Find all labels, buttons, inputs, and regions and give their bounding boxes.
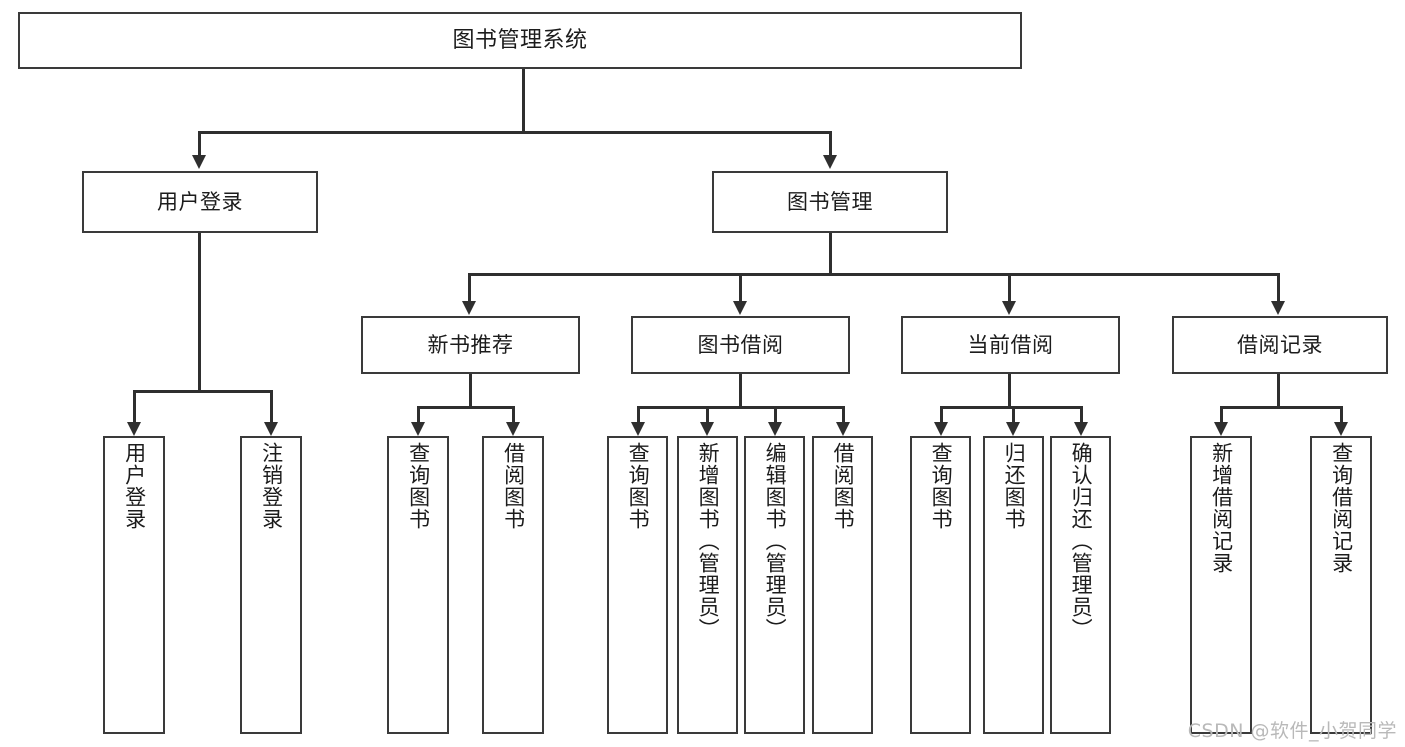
node-root[interactable]: 图书管理系统	[18, 12, 1022, 69]
node-user-login[interactable]: 用户登录	[82, 171, 318, 233]
node-new-book-rec[interactable]: 新书推荐	[361, 316, 580, 374]
node-user-login-label: 用户登录	[157, 189, 243, 214]
arrowhead-leaf-borrow-add	[700, 422, 714, 436]
connector-nbr-stem	[469, 374, 472, 406]
node-leaf-cur-return-label: 归还图书	[1002, 442, 1027, 530]
node-leaf-rec-borrow-label: 借阅图书	[501, 442, 526, 530]
arrowhead-book-borrow	[733, 301, 747, 315]
node-leaf-rec-add[interactable]: 新增借阅记录	[1190, 436, 1252, 734]
connector-root-to-user-login	[198, 131, 201, 155]
connector-bm-b1	[468, 273, 471, 301]
arrowhead-book-manage	[823, 155, 837, 169]
node-book-borrow[interactable]: 图书借阅	[631, 316, 850, 374]
connector-bb-b1	[637, 406, 640, 422]
node-leaf-borrow-edit-label: 编辑图书（管理员）	[763, 442, 788, 640]
connector-root-bus	[198, 131, 832, 134]
node-book-manage-label: 图书管理	[787, 189, 873, 214]
node-leaf-user-login-label: 用户登录	[122, 442, 147, 530]
arrowhead-leaf-user-logout	[264, 422, 278, 436]
node-leaf-cur-confirm-label: 确认归还（管理员）	[1069, 442, 1094, 640]
node-leaf-user-login[interactable]: 用户登录	[103, 436, 165, 734]
connector-root-to-book-manage	[829, 131, 832, 155]
connector-bb-bus	[637, 406, 844, 409]
node-root-label: 图书管理系统	[452, 27, 588, 53]
arrowhead-leaf-user-login	[127, 422, 141, 436]
connector-user-login-b2	[270, 390, 273, 422]
arrowhead-leaf-cur-query	[934, 422, 948, 436]
node-leaf-user-logout[interactable]: 注销登录	[240, 436, 302, 734]
connector-bb-b2	[706, 406, 709, 422]
node-book-manage[interactable]: 图书管理	[712, 171, 948, 233]
connector-book-manage-stem	[829, 233, 832, 273]
node-leaf-borrow-lend-label: 借阅图书	[831, 442, 856, 530]
connector-bm-b4	[1277, 273, 1280, 301]
csdn-watermark: CSDN @软件_小贺同学	[1187, 720, 1397, 742]
node-leaf-rec-query2[interactable]: 查询借阅记录	[1310, 436, 1372, 734]
node-leaf-rec-query2-label: 查询借阅记录	[1329, 442, 1354, 574]
connector-br-stem	[1277, 374, 1280, 406]
arrowhead-leaf-rec-query2	[1334, 422, 1348, 436]
node-new-book-rec-label: 新书推荐	[427, 332, 514, 357]
node-leaf-borrow-add[interactable]: 新增图书（管理员）	[677, 436, 738, 734]
node-leaf-cur-query-label: 查询图书	[929, 442, 954, 530]
arrowhead-new-book-rec	[462, 301, 476, 315]
node-book-borrow-label: 图书借阅	[697, 332, 784, 357]
node-current-borrow-label: 当前借阅	[967, 332, 1054, 357]
node-leaf-cur-confirm[interactable]: 确认归还（管理员）	[1050, 436, 1111, 734]
node-leaf-cur-query[interactable]: 查询图书	[910, 436, 971, 734]
node-current-borrow[interactable]: 当前借阅	[901, 316, 1120, 374]
connector-bb-b3	[774, 406, 777, 422]
node-leaf-borrow-lend[interactable]: 借阅图书	[812, 436, 873, 734]
node-leaf-rec-add-label: 新增借阅记录	[1209, 442, 1234, 574]
node-leaf-rec-borrow[interactable]: 借阅图书	[482, 436, 544, 734]
connector-bm-b2	[739, 273, 742, 301]
connector-cb-b3	[1080, 406, 1083, 422]
node-leaf-rec-query-label: 查询图书	[406, 442, 431, 530]
node-leaf-borrow-query[interactable]: 查询图书	[607, 436, 668, 734]
connector-nbr-b2	[512, 406, 515, 422]
connector-br-b2	[1340, 406, 1343, 422]
connector-br-bus	[1220, 406, 1342, 409]
arrowhead-leaf-rec-borrow	[506, 422, 520, 436]
connector-cb-b2	[1012, 406, 1015, 422]
node-borrow-record-label: 借阅记录	[1237, 332, 1323, 357]
arrowhead-leaf-rec-query	[411, 422, 425, 436]
connector-bb-b4	[842, 406, 845, 422]
connector-bb-stem	[739, 374, 742, 406]
arrowhead-leaf-borrow-edit	[768, 422, 782, 436]
node-leaf-borrow-edit[interactable]: 编辑图书（管理员）	[744, 436, 805, 734]
arrowhead-leaf-borrow-lend	[836, 422, 850, 436]
node-leaf-rec-query[interactable]: 查询图书	[387, 436, 449, 734]
node-leaf-user-logout-label: 注销登录	[259, 442, 284, 530]
connector-nbr-b1	[417, 406, 420, 422]
connector-cb-b1	[940, 406, 943, 422]
connector-root-stem	[522, 69, 525, 131]
connector-br-b1	[1220, 406, 1223, 422]
arrowhead-user-login	[192, 155, 206, 169]
node-borrow-record[interactable]: 借阅记录	[1172, 316, 1388, 374]
connector-cb-stem	[1008, 374, 1011, 406]
arrowhead-leaf-cur-confirm	[1074, 422, 1088, 436]
connector-cb-bus	[940, 406, 1082, 409]
arrowhead-leaf-borrow-query	[631, 422, 645, 436]
arrowhead-leaf-rec-add	[1214, 422, 1228, 436]
connector-book-manage-bus	[468, 273, 1278, 276]
arrowhead-leaf-cur-return	[1006, 422, 1020, 436]
connector-user-login-stem	[198, 233, 201, 390]
connector-user-login-bus	[133, 390, 271, 393]
connector-user-login-b1	[133, 390, 136, 422]
arrowhead-current-borrow	[1002, 301, 1016, 315]
arrowhead-borrow-record	[1271, 301, 1285, 315]
connector-nbr-bus	[417, 406, 514, 409]
node-leaf-cur-return[interactable]: 归还图书	[983, 436, 1044, 734]
connector-bm-b3	[1008, 273, 1011, 301]
node-leaf-borrow-query-label: 查询图书	[626, 442, 651, 530]
node-leaf-borrow-add-label: 新增图书（管理员）	[696, 442, 721, 640]
